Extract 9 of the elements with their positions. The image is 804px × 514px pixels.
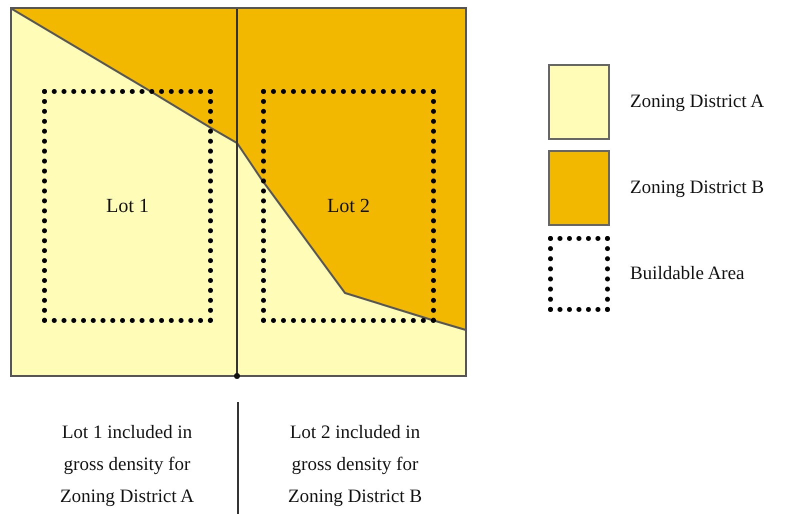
density-note: Lot 2 included in gross density for Zoning District B bbox=[286, 421, 424, 509]
lot-label: Lot 2 bbox=[327, 194, 370, 218]
density-note: Lot 1 included in gross density for Zoning District A bbox=[58, 421, 196, 509]
legend-label: Zoning District B bbox=[630, 177, 764, 199]
buildable-area-box bbox=[42, 89, 213, 323]
legend-label: Buildable Area bbox=[630, 263, 744, 285]
legend-label: Zoning District A bbox=[630, 91, 764, 113]
buildable-area-box bbox=[261, 89, 436, 323]
lot-label: Lot 1 bbox=[106, 194, 149, 218]
